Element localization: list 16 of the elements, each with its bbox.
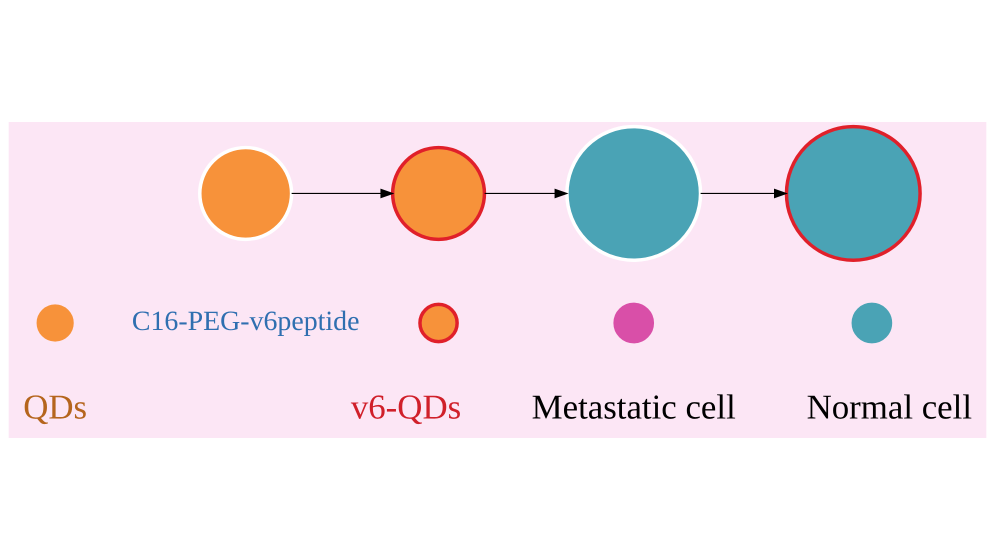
arrow (484, 188, 569, 198)
arrow (292, 188, 394, 198)
label: C16-PEG-v6peptide (132, 306, 360, 338)
node-circle (198, 146, 294, 242)
arrow (700, 188, 788, 198)
legend-label: Metastatic cell (532, 387, 736, 426)
node-circle (784, 124, 922, 262)
node-circle (613, 302, 654, 344)
node-circle (36, 304, 74, 342)
legend-label: v6-QDs (350, 387, 462, 426)
node-circle (852, 302, 892, 344)
node-circle (390, 146, 486, 242)
node-circle (565, 124, 702, 262)
legend-label: QDs (23, 387, 88, 426)
node-circle (418, 302, 459, 344)
legend-label: Normal cell (806, 387, 972, 426)
